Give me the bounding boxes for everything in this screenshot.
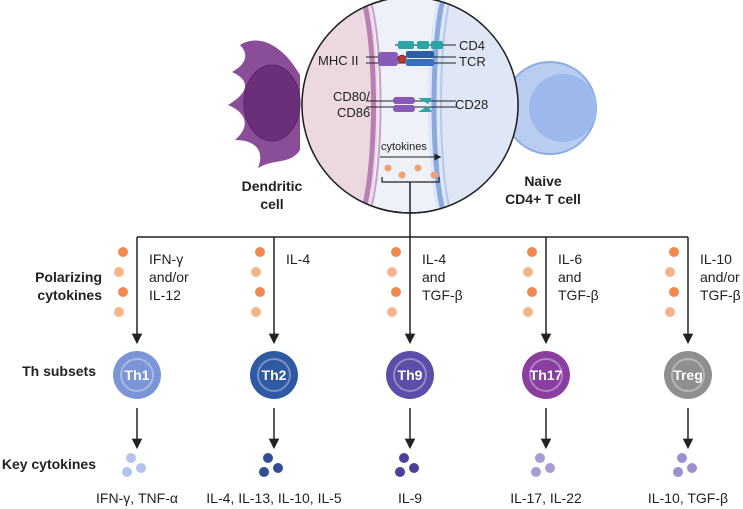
polarizing-cytokine-dot [387,267,397,277]
polarizing-cytokine-text: IL-12 [149,287,181,303]
mhc-tcr-complex [366,51,456,66]
key-cytokine-dot [545,463,555,473]
cd80-label-line2: CD86 [337,105,370,120]
polarizing-cytokine-dot [114,267,124,277]
dendritic-cell-label-line2: cell [260,196,283,212]
th-cell-name: Th9 [398,367,423,383]
branch-lines [137,182,688,238]
polarizing-cytokine-text: and [558,269,581,285]
key-cytokine-dot [122,467,132,477]
polarizing-cytokine-dot [669,247,679,257]
synapse-cytokine-dots [384,164,438,179]
key-cytokine-text: IL-10, TGF-β [648,490,728,506]
cd28-label: CD28 [455,97,488,112]
cd4-molecule [395,41,456,49]
polarizing-cytokine-dot [527,247,537,257]
key-cytokine-dot [395,467,405,477]
key-cytokine-text: IL-4, IL-13, IL-10, IL-5 [206,490,342,506]
synapse-cytokine-dot [398,171,406,179]
th-cell-name: Treg [673,367,703,383]
polarizing-cytokine-text: TGF-β [558,287,599,303]
th-cell-nucleus [257,358,291,392]
polarizing-cytokine-dot [251,307,261,317]
dendritic-cell [228,40,301,169]
naive-t-cell [503,61,597,155]
cd80-cd28-complex [366,97,456,112]
polarizing-label-line2: cytokines [37,287,102,303]
polarizing-cytokine-dot [251,267,261,277]
key-cytokine-dot [673,467,683,477]
polarizing-cytokine-dot [665,307,675,317]
tcell-label-line2: CD4+ T cell [505,191,581,207]
key-cytokine-dot [677,453,687,463]
synapse-cytokine-dot [430,171,438,179]
cytokines-label: cytokines [381,141,427,153]
key-cytokine-dot [687,463,697,473]
polarizing-cytokine-text: and/or [700,269,740,285]
mhc-label: MHC II [318,53,358,68]
tcell-label-line1: Naive [524,173,562,189]
key-cytokine-dot [399,453,409,463]
polarizing-cytokine-dot [391,247,401,257]
key-cytokine-text: IL-9 [398,490,422,506]
polarizing-cytokine-text: IL-4 [422,251,446,267]
key-cytokine-dot [263,453,273,463]
synapse-cytokine-dot [414,164,422,172]
key-cytokine-dot [409,463,419,473]
polarizing-cytokine-text: IL-10 [700,251,732,267]
th-subsets-label: Th subsets [22,363,96,379]
polarizing-cytokine-dot [114,307,124,317]
key-cytokine-dot [273,463,283,473]
dendritic-cell-label-line1: Dendritic [242,178,303,194]
th-cell-name: Th1 [125,367,150,383]
polarizing-cytokine-dot [255,247,265,257]
th-cell-name: Th17 [530,367,563,383]
key-cytokine-dot [535,453,545,463]
th-cell-nucleus [393,358,427,392]
synapse-cytokine-dot [384,164,392,172]
immune-synapse-zoom: MHC II CD4 TCR CD80/ CD86 CD28 cytokines [301,0,519,214]
polarizing-cytokine-text: IFN-γ [149,251,183,267]
polarizing-cytokine-dot [118,287,128,297]
key-cytokine-dot [259,467,269,477]
polarizing-cytokine-dot [387,307,397,317]
th-cell-nucleus [120,358,154,392]
polarizing-label-line1: Polarizing [35,269,102,285]
tcr-label: TCR [459,54,486,69]
polarizing-cytokine-dot [665,267,675,277]
cd4-label: CD4 [459,38,485,53]
polarizing-cytokine-text: and/or [149,269,189,285]
polarizing-cytokine-text: and [422,269,445,285]
polarizing-cytokine-text: TGF-β [422,287,463,303]
key-cytokines-label: Key cytokines [2,456,96,472]
key-cytokine-dot [531,467,541,477]
polarizing-cytokine-dot [255,287,265,297]
key-cytokine-dot [126,453,136,463]
cd80-label-line1: CD80/ [333,89,370,104]
key-cytokine-text: IFN-γ, TNF-α [96,490,178,506]
th-cell-nucleus [529,358,563,392]
polarizing-cytokine-dot [669,287,679,297]
key-cytokine-text: IL-17, IL-22 [510,490,582,506]
th-cell-name: Th2 [262,367,287,383]
polarizing-cytokine-dot [391,287,401,297]
key-cytokine-dot [136,463,146,473]
polarizing-cytokine-dot [118,247,128,257]
polarizing-cytokine-dot [527,287,537,297]
polarizing-cytokine-text: TGF-β [700,287,741,303]
polarizing-cytokine-dot [523,307,533,317]
th-cell-nucleus [671,358,705,392]
polarizing-cytokine-text: IL-6 [558,251,582,267]
polarizing-cytokine-text: IL-4 [286,251,310,267]
polarizing-cytokine-dot [523,267,533,277]
